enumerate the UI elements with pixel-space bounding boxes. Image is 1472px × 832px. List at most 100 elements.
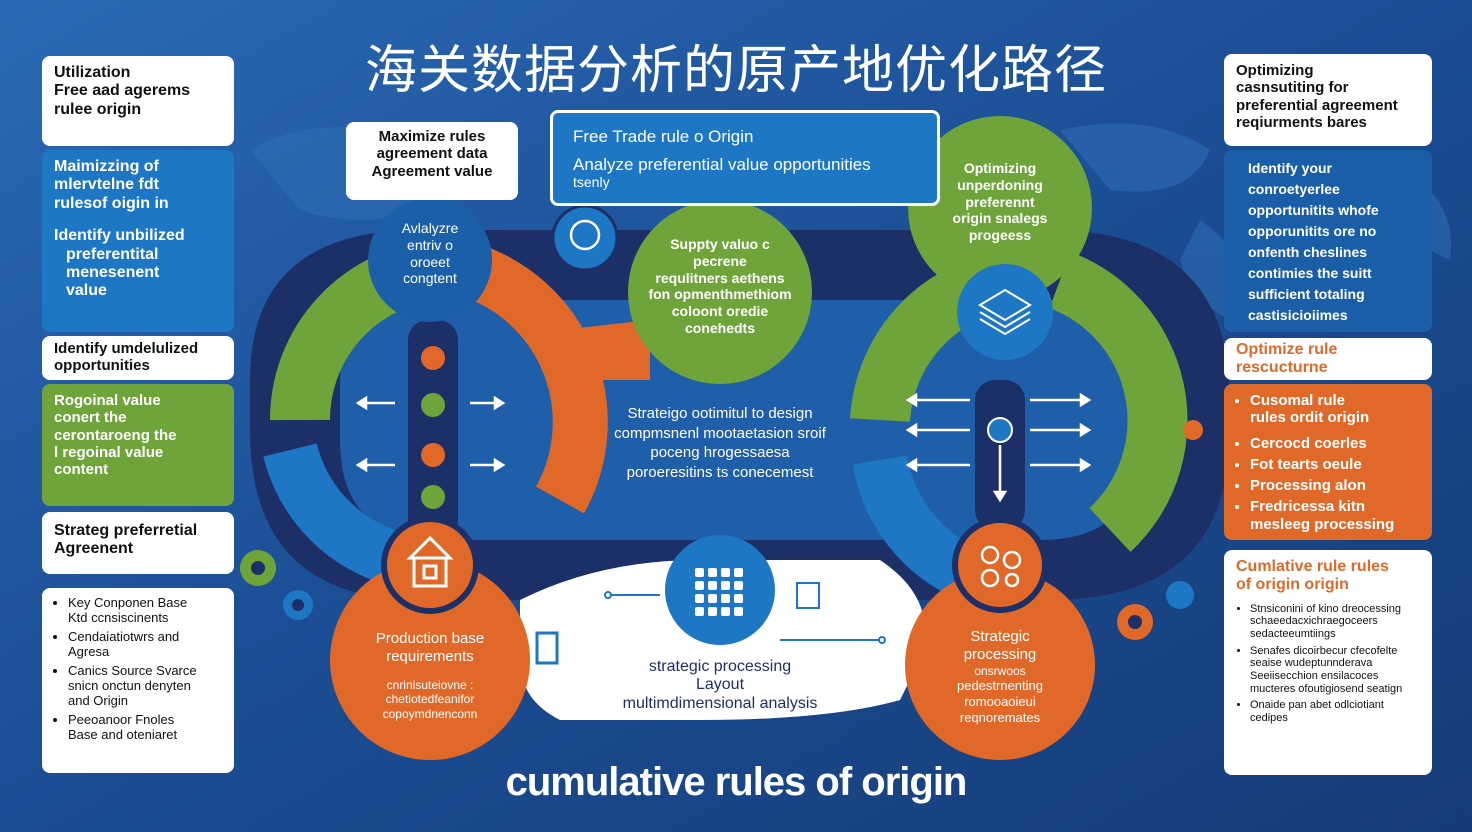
top-right-green-circle <box>908 116 1092 300</box>
text-line: fon opmenthmethiom <box>648 286 792 303</box>
list-item: Processing alon <box>1250 477 1420 494</box>
right-identify-box: Identify your conroetyerlee opportunitit… <box>1224 150 1432 332</box>
factory-icon <box>535 631 559 665</box>
text-line: cnrinisuteiovne : <box>386 678 474 692</box>
maximize-rules-box: Maximize rules agreement data Agreement … <box>346 122 518 200</box>
bottom-right-orange-circle <box>905 570 1095 760</box>
list-item: Fot tearts oeule <box>1250 456 1420 473</box>
text-line: opportunities <box>54 357 150 375</box>
text-line: chetiotedfeanifor <box>385 692 475 707</box>
list-item: Stnsiconini of kino dreocessingschaeedac… <box>1250 603 1420 641</box>
text-line: castisicioiimes <box>1248 307 1348 323</box>
text-line: poceng hrogessaesa <box>650 444 790 461</box>
top-left-circle-text: Avlalyzre entriv o oroeet congtent <box>380 220 480 287</box>
text-line: processing <box>963 646 1037 663</box>
text-line: conert the <box>54 409 127 427</box>
text-line: romooaoieui <box>964 693 1036 709</box>
bottom-left-circle-text: Production base requirements cnrinisutei… <box>345 630 515 721</box>
text-line: pecrene <box>693 252 747 269</box>
text-line: conroetyerlee <box>1248 181 1340 197</box>
text-line: agreement data <box>376 145 488 163</box>
top-right-green-circle-text: Optimizing unperdoning preferennt origin… <box>925 160 1075 244</box>
bottom-left-orange-circle <box>330 560 530 760</box>
text-line: requirements <box>386 648 474 665</box>
text-line: Suppty valuo c <box>670 236 770 252</box>
text-line: of origin origin <box>1236 576 1349 594</box>
text-line: cerontaroeng the <box>54 426 177 444</box>
text-line: tsenly <box>573 174 610 191</box>
text-line: Rogoinal value <box>54 392 161 409</box>
text-line: Strategic <box>970 628 1030 645</box>
bottom-right-circle-text: Strategic processing onsrwoos pedestrnen… <box>925 628 1075 725</box>
text-line: l regoinal value <box>54 443 164 461</box>
text-line: Maimizzing of <box>54 158 159 175</box>
gear-icons <box>240 420 1203 640</box>
left-column-dots <box>421 346 445 509</box>
text-line: opporunitits ore no <box>1248 223 1377 239</box>
left-arrows <box>355 395 506 473</box>
left-regional-value-box: Rogoinal value conert the cerontaroeng t… <box>42 384 234 506</box>
text-line: onfenth cheslines <box>1248 244 1368 260</box>
text-line: Utilization <box>54 64 131 81</box>
left-utilization-box: Utilization Free aad agerems rulee origi… <box>42 56 234 146</box>
footer-title: cumulative rules of origin <box>505 760 968 804</box>
text-line: copoymdnenconn <box>382 706 478 721</box>
center-description: Strateigo ootimitul to design compmsnenl… <box>570 404 870 482</box>
left-maximizing-box: Maimizzing of mlervtelne fdt rulesof oig… <box>42 150 234 332</box>
text-line: preferential agreement <box>1236 96 1398 114</box>
right-optimizing-box: Optimizing casnsutiting for preferential… <box>1224 54 1432 146</box>
text-line: entriv o <box>407 236 453 253</box>
text-line: Analyze preferential value opportunities <box>573 154 871 174</box>
page-title: 海关数据分析的原产地优化路径 <box>364 41 1107 101</box>
text-line: multimdimensional analysis <box>622 694 818 712</box>
right-arrows <box>905 392 1092 503</box>
text-line: Strateigo ootimitul to design <box>627 405 813 422</box>
text-line: Identify umdelulized <box>54 340 199 357</box>
house-icon <box>406 535 454 588</box>
text-line: preferentital <box>66 245 159 263</box>
text-line: pedestrnenting <box>956 678 1043 694</box>
text-line: reqiurments bares <box>1236 113 1367 131</box>
text-line: menesenent <box>66 263 160 281</box>
text-line: Agreenent <box>54 540 134 558</box>
text-line: sufficient totaling <box>1248 286 1365 302</box>
text-line: Layout <box>695 676 745 694</box>
right-cumulative-box: Cumlative rule rules of origin origin St… <box>1224 550 1432 775</box>
text-line: Optimizing <box>1236 62 1314 79</box>
text-line: Production base <box>375 630 485 647</box>
text-line: Optimize rule <box>1236 341 1338 358</box>
list-item: Cercocd coerles <box>1250 435 1420 452</box>
text-line: Avlalyzre <box>401 220 459 236</box>
right-optimize-rule-box: Optimize rule rescucturne <box>1224 338 1432 380</box>
grid-icon <box>695 568 743 616</box>
top-left-blue-circle <box>368 198 492 322</box>
text-line: Identify your <box>1248 160 1333 176</box>
text-line: preferennt <box>965 193 1035 210</box>
text-line: Optimizing <box>963 160 1037 176</box>
text-line: compmsnenl mootaetasion sroif <box>614 424 826 442</box>
text-line: content <box>54 461 109 478</box>
text-line: oroeet <box>410 253 450 270</box>
bottom-center-description: strategic processing Layout multimdimens… <box>580 658 860 713</box>
left-identify-box: Identify umdelulized opportunities <box>42 336 234 380</box>
text-line: Cumlative rule rules <box>1236 558 1389 575</box>
text-line: Free Trade rule o Origin <box>573 127 754 146</box>
text-line: reqnoremates <box>959 709 1041 725</box>
network-icon <box>980 545 1022 588</box>
free-trade-box: Free Trade rule o Origin Analyze prefere… <box>550 110 940 206</box>
text-line: conehedts <box>684 319 755 336</box>
text-line: Strateg preferretial <box>54 522 198 539</box>
text-line: rescucturne <box>1236 359 1328 377</box>
gauge-icon <box>569 219 601 251</box>
text-line: rulee origin <box>54 100 142 118</box>
text-line: progeess <box>968 227 1032 244</box>
text-line: origin snalegs <box>952 210 1048 227</box>
text-line: unperdoning <box>957 176 1043 193</box>
